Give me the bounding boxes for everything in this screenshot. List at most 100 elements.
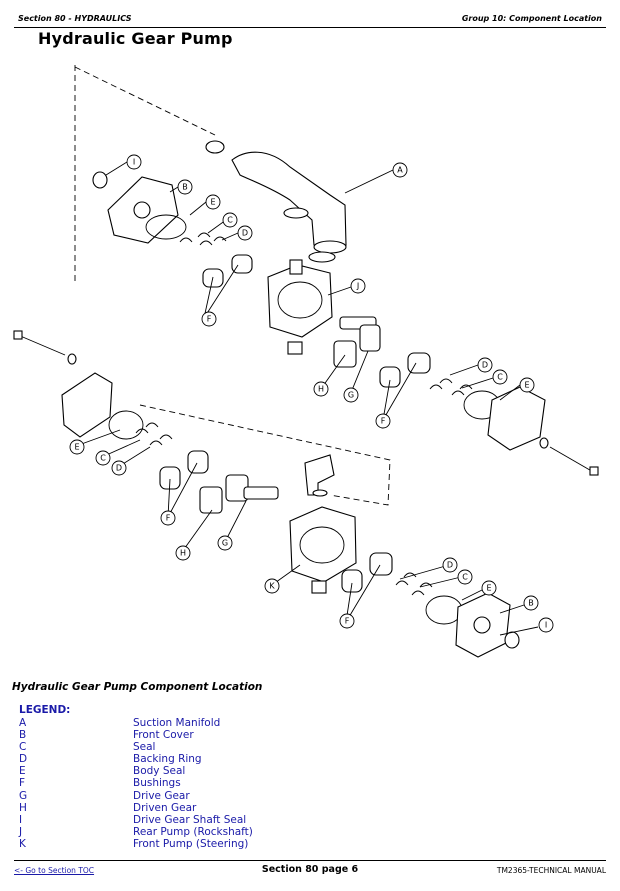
legend-label: Driven Gear bbox=[133, 801, 197, 814]
legend-letter: B bbox=[19, 729, 27, 742]
callout-f: F bbox=[160, 510, 176, 526]
bolt-washer bbox=[539, 437, 549, 449]
footer-divider bbox=[14, 860, 606, 861]
legend-item: I Drive Gear Shaft Seal bbox=[19, 814, 253, 826]
callout-c: C bbox=[222, 212, 238, 228]
svg-text:B: B bbox=[528, 599, 534, 608]
callout-a: A bbox=[392, 162, 408, 178]
front-cover-upper bbox=[107, 176, 179, 244]
svg-text:G: G bbox=[222, 539, 228, 548]
svg-text:C: C bbox=[497, 373, 503, 382]
callout-d: D bbox=[477, 357, 493, 373]
legend-label: Drive Gear Shaft Seal bbox=[133, 813, 247, 826]
legend-item: A Suction Manifold bbox=[19, 717, 253, 729]
svg-text:E: E bbox=[524, 381, 529, 390]
legend-label: Suction Manifold bbox=[133, 717, 221, 729]
figure-caption: Hydraulic Gear Pump Component Location bbox=[12, 681, 263, 693]
callout-d: D bbox=[442, 557, 458, 573]
callout-e: E bbox=[205, 194, 221, 210]
svg-text:F: F bbox=[207, 315, 212, 324]
svg-text:H: H bbox=[180, 549, 186, 558]
legend-label: Bushings bbox=[133, 777, 181, 790]
rear-pump-body bbox=[267, 259, 333, 355]
svg-text:E: E bbox=[74, 443, 79, 452]
callout-g: G bbox=[343, 387, 359, 403]
svg-text:D: D bbox=[482, 361, 488, 370]
legend-label: Front Cover bbox=[133, 729, 194, 742]
legend-item: H Driven Gear bbox=[19, 802, 253, 814]
callout-f: F bbox=[201, 311, 217, 327]
svg-text:F: F bbox=[381, 417, 386, 426]
callout-c: C bbox=[492, 369, 508, 385]
legend-label: Backing Ring bbox=[133, 753, 202, 766]
legend-letter: A bbox=[19, 717, 27, 729]
callout-i: I bbox=[126, 154, 142, 170]
callout-f: F bbox=[339, 613, 355, 629]
legend-label: Drive Gear bbox=[133, 789, 190, 802]
callout-c: C bbox=[95, 450, 111, 466]
callout-j: J bbox=[350, 278, 366, 294]
header-divider bbox=[14, 27, 606, 28]
legend-item: G Drive Gear bbox=[19, 790, 253, 802]
legend-item: B Front Cover bbox=[19, 729, 253, 741]
svg-text:D: D bbox=[116, 464, 122, 473]
callout-c: C bbox=[457, 569, 473, 585]
legend-letter: C bbox=[19, 741, 27, 754]
seal-rings-upper bbox=[179, 232, 227, 246]
driven-gear-front bbox=[199, 486, 223, 514]
bushings-front bbox=[341, 552, 393, 593]
section-label: Section 80 - HYDRAULICS bbox=[18, 14, 132, 23]
drive-gear-rear bbox=[339, 316, 381, 352]
bolt-washer bbox=[67, 353, 77, 365]
through-bolt-right bbox=[549, 446, 596, 474]
legend-letter: H bbox=[19, 801, 27, 814]
callout-e: E bbox=[519, 377, 535, 393]
legend-title: LEGEND: bbox=[19, 704, 71, 716]
exploded-pump-diagram: .pt { fill: #ffffff; stroke: #000; strok… bbox=[13, 65, 599, 658]
svg-text:K: K bbox=[269, 582, 275, 591]
group-label: Group 10: Component Location bbox=[461, 14, 602, 23]
bolt-head bbox=[13, 330, 23, 340]
svg-text:E: E bbox=[486, 584, 491, 593]
shaft-seal-front bbox=[504, 631, 520, 649]
svg-text:C: C bbox=[100, 454, 106, 463]
elbow-fitting bbox=[304, 454, 335, 497]
seal-rings-lower bbox=[135, 422, 173, 446]
body-seal-upper bbox=[145, 214, 187, 240]
legend-label: Seal bbox=[133, 741, 156, 754]
svg-text:I: I bbox=[545, 621, 547, 630]
callout-i: I bbox=[538, 617, 554, 633]
section-toc-link[interactable]: <- Go to Section TOC bbox=[14, 866, 95, 875]
legend-letter: I bbox=[19, 813, 23, 826]
callout-h: H bbox=[175, 545, 191, 561]
svg-text:E: E bbox=[210, 198, 215, 207]
legend-item: J Rear Pump (Rockshaft) bbox=[19, 826, 253, 838]
callout-d: D bbox=[111, 460, 127, 476]
svg-text:I: I bbox=[133, 158, 135, 167]
bushings-lower bbox=[159, 450, 209, 490]
legend-letter: G bbox=[19, 789, 28, 802]
svg-text:B: B bbox=[182, 183, 188, 192]
assembly-line bbox=[139, 404, 391, 506]
page-header: Section 80 - HYDRAULICS Group 10: Compon… bbox=[14, 10, 606, 26]
rear-cover-lower bbox=[61, 372, 113, 438]
cover-bore bbox=[473, 616, 491, 634]
seal-rings-front bbox=[395, 572, 433, 596]
svg-text:D: D bbox=[447, 561, 453, 570]
legend-letter: J bbox=[19, 825, 23, 838]
page-number: Section 80 page 6 bbox=[261, 864, 359, 875]
legend-label: Body Seal bbox=[133, 765, 186, 778]
callout-d: D bbox=[237, 225, 253, 241]
svg-text:F: F bbox=[345, 617, 350, 626]
callout-b: B bbox=[523, 595, 539, 611]
svg-text:D: D bbox=[242, 229, 248, 238]
callout-k: K bbox=[264, 578, 280, 594]
callout-e: E bbox=[69, 439, 85, 455]
svg-text:C: C bbox=[227, 216, 233, 225]
manual-id: TM2365-TECHNICAL MANUAL bbox=[496, 866, 606, 875]
legend-label: Rear Pump (Rockshaft) bbox=[133, 825, 253, 838]
svg-text:H: H bbox=[318, 385, 324, 394]
legend-letter: D bbox=[19, 753, 28, 766]
